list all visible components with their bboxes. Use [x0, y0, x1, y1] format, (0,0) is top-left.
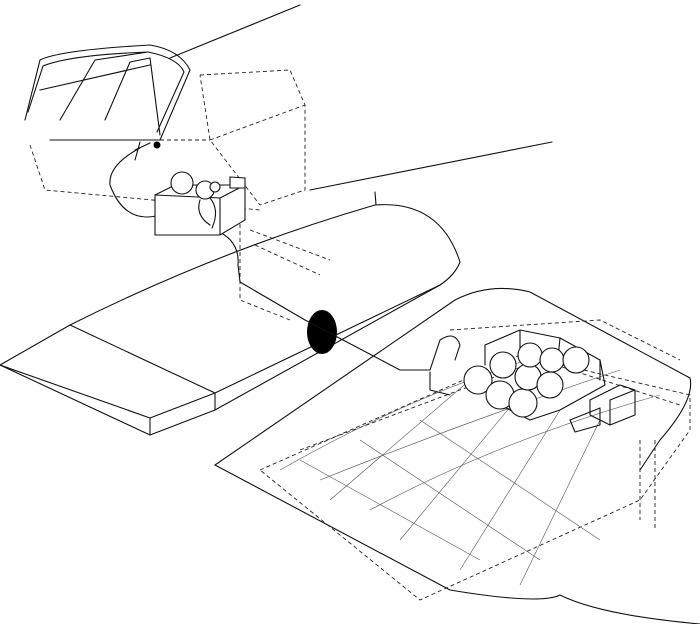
valve-handle — [134, 141, 161, 161]
piping — [109, 142, 461, 396]
fuselage — [24, 4, 553, 321]
control-unit — [154, 171, 246, 236]
wing-fairing — [0, 204, 461, 436]
tank-cluster — [463, 329, 636, 433]
bulkhead-opening — [307, 310, 337, 354]
right-wing — [214, 287, 700, 624]
